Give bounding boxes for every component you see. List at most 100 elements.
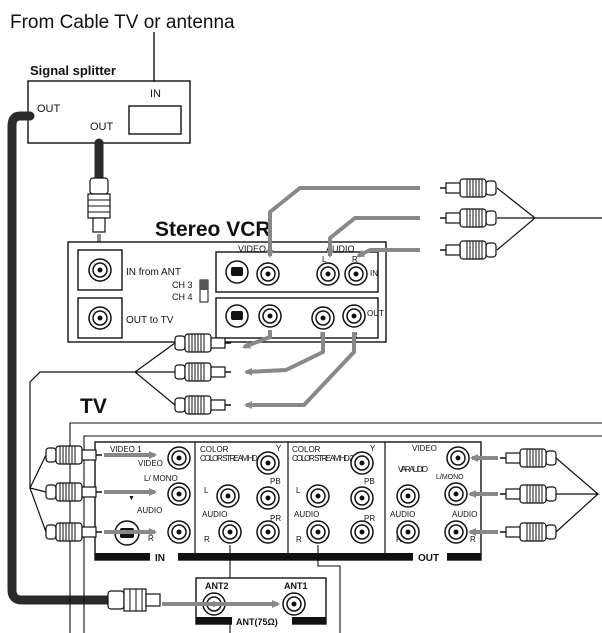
tv-var-audio-sub: AUDIO — [390, 510, 415, 519]
tv-cs2-line1: COLOR — [292, 445, 321, 454]
arrow-vcr-video-out — [242, 330, 272, 349]
tv-video1-audio-r-jack — [167, 520, 191, 544]
tv-out-audio-label: AUDIO — [452, 510, 477, 519]
vcr-audio-r-out-jack — [342, 304, 366, 328]
vcr-ch4-label: CH 4 — [172, 292, 193, 302]
vcr-in-label: IN — [370, 269, 378, 278]
tv-in-plug-video — [45, 445, 103, 465]
vcr-in-from-ant-label: IN from ANT — [126, 267, 181, 278]
arrow-vcr-audio-r-in — [356, 248, 420, 258]
tv-cs2-pb: PB — [364, 477, 375, 486]
vcr-output-cable-fork — [29, 342, 176, 488]
tv-svideo-arrow: ▼ — [128, 495, 135, 502]
vcr-input-plug-video — [439, 178, 497, 198]
tv-cs2-pr-jack — [350, 520, 374, 544]
vcr-output-plug-audio-r — [174, 395, 232, 415]
tv-cs1-audio-l-jack — [216, 484, 240, 508]
tv-title: TV — [80, 395, 107, 418]
tv-cs2-audio-l-jack — [306, 484, 330, 508]
tv-cs1-audio-r-jack — [218, 520, 242, 544]
vcr-out-label: OUT — [367, 309, 384, 318]
tv-cs1-y-jack — [256, 451, 280, 475]
splitter-out-bottom-label: OUT — [90, 121, 114, 133]
tv-cs1-y: Y — [276, 444, 282, 453]
arrow-vcr-audio-r-out — [244, 332, 356, 409]
tv-audio-label: AUDIO — [137, 506, 162, 515]
splitter-out-left-label: OUT — [37, 103, 61, 115]
tv-ant2-label: ANT2 — [205, 581, 229, 591]
tv-ant1-jack — [282, 592, 306, 616]
vcr-title: Stereo VCR — [155, 218, 271, 241]
tv-ant1-label: ANT1 — [284, 581, 308, 591]
coax-plug-icon — [87, 177, 111, 233]
tv-in-label: IN — [155, 553, 165, 564]
tv-var-audio-l-jack — [396, 484, 420, 508]
vcr-out-to-tv-label: OUT to TV — [126, 315, 174, 326]
tv-ant-ohm-label: ANT(75Ω) — [236, 617, 278, 627]
tv-video-label: VIDEO — [138, 459, 163, 468]
vcr-audio-l-in-jack — [316, 262, 340, 286]
tv-cs1-pr-jack — [256, 520, 280, 544]
tv-coax-plug-icon — [107, 588, 161, 612]
tv-cs2-audio: AUDIO — [294, 510, 319, 519]
vcr-input-plug-audio-r — [439, 240, 497, 260]
tv-cs2-audio-r-jack — [306, 520, 330, 544]
tv-out-video-label: VIDEO — [412, 444, 437, 453]
vcr-l-label: L — [322, 255, 327, 264]
tv-out-plug-audio-l — [499, 484, 557, 504]
vcr-video-in-jack — [256, 262, 280, 286]
tv-in-label-bg — [150, 551, 178, 562]
vcr-audio-label: AUDIO — [326, 244, 355, 254]
tv-var-audio-r-jack — [396, 520, 420, 544]
source-label: From Cable TV or antenna — [10, 12, 235, 33]
tv-cs1-pr: PR — [270, 514, 281, 523]
vcr-ch3-label: CH 3 — [172, 280, 193, 290]
arrow-vcr-audio-l-out — [244, 332, 325, 376]
vcr-input-plug-audio-l — [439, 208, 497, 228]
tv-video1-label: VIDEO 1 — [110, 445, 142, 454]
tv-cs2-pr: PR — [364, 514, 375, 523]
tv-cs2-r: R — [296, 535, 302, 544]
splitter-in-label: IN — [150, 88, 161, 100]
tv-ant-label-bg — [232, 615, 292, 626]
tv-var-audio-label: VAR AUDIO — [398, 465, 428, 474]
tv-out-r-label: R — [470, 535, 476, 544]
tv-out-audio-l-jack — [444, 482, 468, 506]
vcr-svideo-out-jack — [225, 304, 249, 328]
vcr-audio-l-out-jack — [311, 306, 335, 330]
tv-cs1-label: COLOR STREAM HD-1 — [200, 454, 263, 463]
tv-in-plug-audio-l — [45, 482, 103, 502]
vcr-audio-r-in-jack — [344, 262, 368, 286]
tv-cs2-label: COLOR STREAM HD-2 — [292, 454, 355, 463]
tv-cs2-pb-jack — [350, 486, 374, 510]
vcr-ant-out-jack — [88, 306, 112, 330]
tv-out-plug-audio-r — [499, 522, 557, 542]
tv-l-mono-label: L/ MONO — [144, 474, 178, 483]
coax-cable-to-tv — [7, 111, 115, 605]
tv-cs2-y: Y — [370, 444, 376, 453]
vcr-video-out-jack — [258, 304, 282, 328]
tv-video1-video-jack — [167, 446, 191, 470]
tv-cs1-r: R — [204, 535, 210, 544]
tv-cs2-y-jack — [350, 451, 374, 475]
arrow-vcr-audio-l-in — [326, 216, 420, 258]
vcr-input-cable-fork — [496, 187, 602, 251]
vcr-output-plug-audio-l — [174, 362, 232, 382]
tv-cs1-line1: COLOR — [200, 445, 229, 454]
tv-cs1-audio: AUDIO — [202, 510, 227, 519]
tv-outline-inner — [83, 435, 602, 633]
tv-out-plug-video — [499, 448, 557, 468]
splitter-title: Signal splitter — [30, 63, 116, 78]
tv-outline-outer — [69, 422, 602, 633]
tv-cs1-pb-jack — [256, 486, 280, 510]
vcr-r-label: R — [352, 255, 358, 264]
arrow-vcr-video-in — [266, 186, 420, 258]
vcr-channel-switch-knob — [200, 280, 208, 290]
tv-cs2-l: L — [296, 486, 301, 495]
tv-cs1-l: L — [204, 486, 209, 495]
tv-out-audio-r-jack — [444, 520, 468, 544]
vcr-ant-in-jack — [88, 258, 112, 282]
tv-in-plug-audio-r — [45, 522, 103, 542]
tv-input-cable-fork — [29, 454, 47, 533]
tv-out-video-jack — [446, 446, 470, 470]
